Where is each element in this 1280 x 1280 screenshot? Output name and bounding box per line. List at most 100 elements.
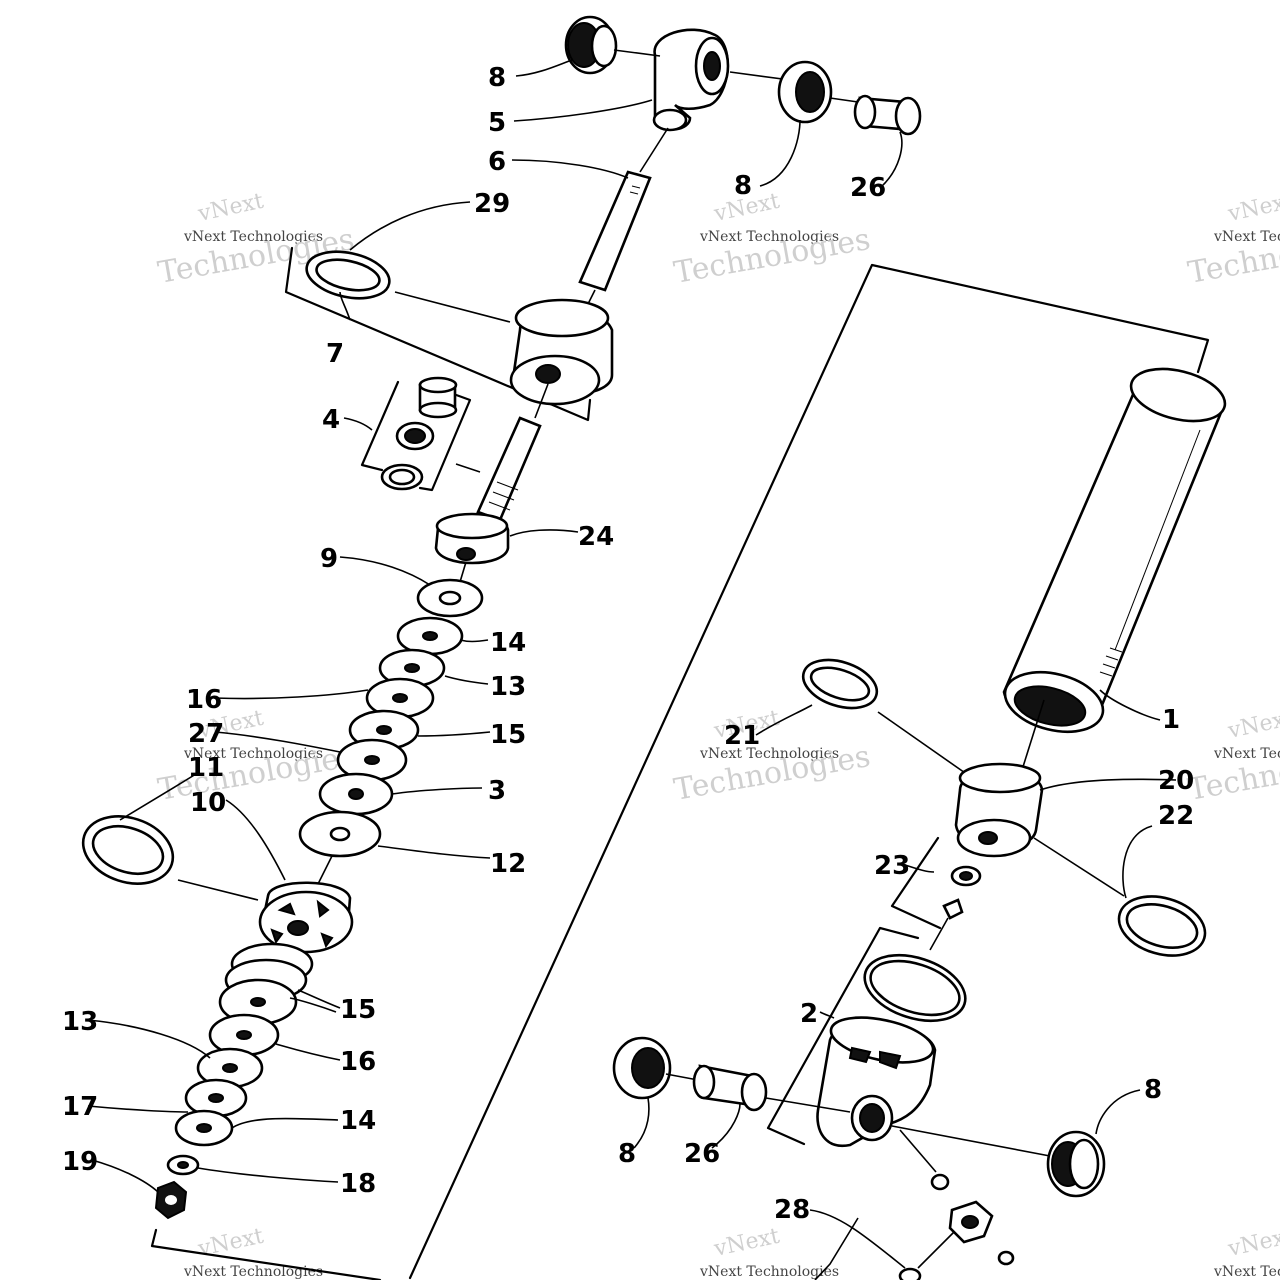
callout-7: 7 xyxy=(326,339,344,369)
part-15-shim-stack xyxy=(218,942,314,1026)
watermark-brand: vNext xyxy=(195,189,266,227)
part-20-base-valve xyxy=(954,762,1044,858)
watermark-group: vNext vNext Technologies Technologies vN… xyxy=(155,189,1280,1280)
part-4-seal-lower xyxy=(380,463,424,491)
axis-line xyxy=(829,97,859,103)
part-1-cylinder-body xyxy=(1002,367,1227,734)
callout-9: 9 xyxy=(320,544,338,574)
part-26-sleeve-top xyxy=(853,94,922,136)
part-28-screw xyxy=(997,1250,1015,1266)
axis-line xyxy=(729,71,791,81)
axis-line xyxy=(613,49,661,57)
callout-21: 21 xyxy=(724,721,760,751)
watermark-company: vNext Technologies xyxy=(1213,229,1280,245)
watermark-mid-right: vNext vNext Technologies Technologies xyxy=(1185,706,1280,808)
callout-28: 28 xyxy=(774,1195,810,1225)
watermark-bottom-left: vNext vNext Technologies xyxy=(183,1224,323,1280)
leader xyxy=(455,463,481,473)
watermark-mid-center: vNext vNext Technologies Technologies xyxy=(671,706,873,808)
part-13-shim xyxy=(378,648,446,688)
part-14-shim xyxy=(396,616,464,656)
callout-13: 13 xyxy=(62,1007,98,1037)
rod-axis xyxy=(317,855,333,885)
part-5-rod-eye xyxy=(652,28,730,132)
watermark-company: vNext Technologies xyxy=(1213,1264,1280,1280)
bracket-4-right xyxy=(418,390,472,492)
callout-5: 5 xyxy=(488,108,506,138)
part-2-end-cap xyxy=(816,1016,937,1148)
watermark-top-right: vNext vNext Technologies Technologies xyxy=(1185,189,1280,291)
callout-27: 27 xyxy=(188,719,224,749)
part-8-bushing-bottom-left xyxy=(612,1036,672,1100)
bracket-4 xyxy=(360,380,400,472)
callout-14: 14 xyxy=(490,628,526,658)
callout-29: 29 xyxy=(474,189,510,219)
part-21-ring xyxy=(801,658,879,710)
watermark-brand: vNext xyxy=(1225,1224,1280,1262)
part-12-washer xyxy=(298,810,382,858)
watermark-brand: vNext xyxy=(711,1224,782,1262)
axis-line xyxy=(891,1125,1051,1157)
watermark-company: vNext Technologies xyxy=(183,1264,323,1280)
part-4-seal-upper xyxy=(418,376,458,419)
part-28-valve-fitting xyxy=(948,1200,994,1244)
part-23-screw xyxy=(942,898,964,920)
part-10-piston xyxy=(258,881,354,954)
callout-8: 8 xyxy=(488,63,506,93)
watermark-company: vNext Technologies xyxy=(1213,746,1280,762)
bracket-23 xyxy=(890,836,942,930)
callout-17: 17 xyxy=(62,1092,98,1122)
body-assembly-bracket xyxy=(408,263,1210,1280)
callout-26: 26 xyxy=(684,1139,720,1169)
callout-16: 16 xyxy=(186,685,222,715)
part-22-o-ring xyxy=(1117,895,1207,957)
callout-labels: 8 5 6 8 26 29 7 4 24 9 14 13 16 15 27 3 … xyxy=(62,63,1194,1225)
watermark-brand: vNext xyxy=(1225,189,1280,227)
callout-3: 3 xyxy=(488,776,506,806)
rod-axis xyxy=(459,561,467,583)
part-7-rod-guide xyxy=(509,298,614,406)
watermark-company: vNext Technologies xyxy=(699,1264,839,1280)
callout-10: 10 xyxy=(190,788,226,818)
bracket-7 xyxy=(284,246,592,422)
watermark-bottom-right: vNext vNext Technologies xyxy=(1213,1224,1280,1280)
leader xyxy=(394,291,511,323)
axis-line xyxy=(665,1073,699,1081)
callout-19: 19 xyxy=(62,1147,98,1177)
part-8-bushing-top-left xyxy=(564,15,618,75)
watermark-company: vNext Technologies xyxy=(699,229,839,245)
part-26-sleeve-bottom xyxy=(692,1064,768,1112)
callout-26: 26 xyxy=(850,173,886,203)
callout-8: 8 xyxy=(734,171,752,201)
part-6-piston-rod xyxy=(578,170,652,292)
part-2-o-ring xyxy=(863,953,967,1023)
callout-13: 13 xyxy=(490,672,526,702)
leader xyxy=(177,879,259,901)
leader xyxy=(917,1231,955,1269)
watermark-top-center: vNext vNext Technologies Technologies xyxy=(671,189,873,291)
part-28-ball xyxy=(930,1173,950,1191)
watermark-company: vNext Technologies xyxy=(699,746,839,762)
watermark-brand: vNext xyxy=(1225,706,1280,744)
leader-lines xyxy=(87,59,1177,1280)
part-18-washer xyxy=(166,1154,200,1176)
part-11-piston-ring xyxy=(81,815,175,885)
bracket-2 xyxy=(766,926,920,1146)
callout-20: 20 xyxy=(1158,766,1194,796)
callout-24: 24 xyxy=(578,522,614,552)
axis-line xyxy=(929,917,949,951)
axis-line xyxy=(1021,699,1045,771)
watermark-brand: vNext xyxy=(195,1224,266,1262)
part-8-bushing-top-right xyxy=(777,60,833,124)
part-19-nut xyxy=(154,1180,188,1220)
rod-axis xyxy=(534,383,549,419)
part-14-shim-lower xyxy=(174,1109,234,1147)
callout-1: 1 xyxy=(1162,705,1180,735)
bracket-19-frame xyxy=(150,1228,382,1280)
callout-18: 18 xyxy=(340,1169,376,1199)
callout-6: 6 xyxy=(488,147,506,177)
watermark-company: vNext Technologies xyxy=(183,229,323,245)
callout-8: 8 xyxy=(618,1139,636,1169)
part-23-washer xyxy=(950,865,982,887)
rod-axis xyxy=(639,127,669,173)
